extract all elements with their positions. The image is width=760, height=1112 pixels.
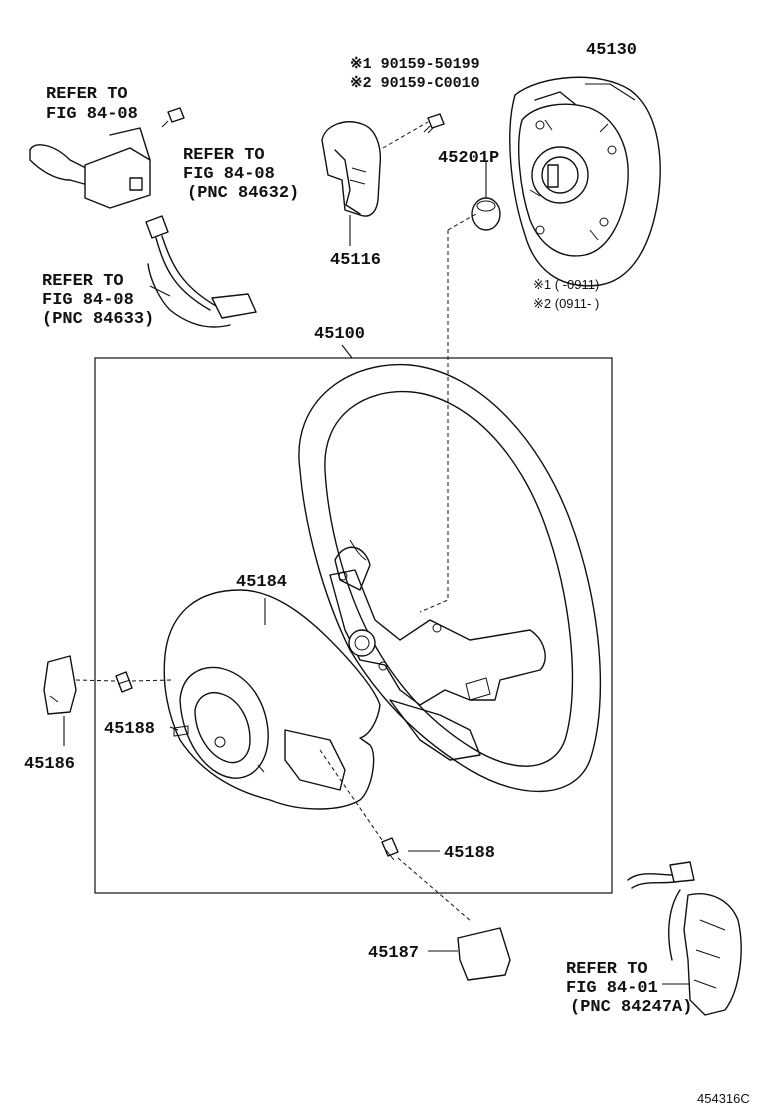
screw-45188-left — [115, 671, 133, 693]
bolt-code-2: ※2 90159-C0010 — [350, 75, 480, 92]
turn-signal-switch — [29, 107, 185, 209]
refer-paddle-line-1: REFER TO — [566, 960, 648, 979]
callout-refer-switch-a: REFER TO FIG 84-08 — [46, 85, 138, 124]
refer-harness-line-2: FIG 84-08 — [42, 291, 134, 310]
cover-45186 — [43, 655, 77, 715]
bolt-code-1: ※1 90159-50199 — [350, 56, 480, 73]
refer-switch-b-line-2: FIG 84-08 — [183, 165, 275, 184]
wire-harness — [145, 215, 257, 328]
switch-45116 — [321, 121, 382, 217]
spacer-45201p — [471, 197, 501, 231]
part-label-45188-lower: 45188 — [444, 844, 495, 863]
part-label-45186: 45186 — [24, 755, 75, 774]
airbag-assembly — [509, 76, 661, 287]
bolt-codes: ※1 90159-50199 ※2 90159-C0010 — [350, 56, 480, 92]
part-label-45201p: 45201P — [438, 149, 499, 168]
refer-harness-line-3: (PNC 84633) — [42, 310, 154, 329]
part-label-45116: 45116 — [330, 251, 381, 270]
refer-switch-a-line-1: REFER TO — [46, 85, 128, 104]
bolt-top — [423, 113, 445, 134]
screw-45188-lower — [381, 837, 399, 861]
refer-switch-b-line-1: REFER TO — [183, 146, 265, 165]
callout-refer-harness: REFER TO FIG 84-08 (PNC 84633) — [42, 272, 154, 329]
assembly-box — [94, 357, 613, 894]
cover-45187 — [457, 927, 511, 981]
refer-paddle-line-3: (PNC 84247A) — [570, 998, 692, 1017]
part-label-45100: 45100 — [314, 325, 365, 344]
refer-switch-b-line-3: (PNC 84632) — [187, 184, 299, 203]
callout-refer-paddle: REFER TO FIG 84-01 (PNC 84247A) — [566, 960, 692, 1017]
part-label-45187: 45187 — [368, 944, 419, 963]
figure-id: 454316C — [697, 1091, 750, 1106]
callout-refer-switch-b: REFER TO FIG 84-08 (PNC 84632) — [183, 146, 299, 203]
steering-wheel — [298, 363, 602, 793]
refer-paddle-line-2: FIG 84-01 — [566, 979, 658, 998]
refer-harness-line-1: REFER TO — [42, 272, 124, 291]
part-label-45188-left: 45188 — [104, 720, 155, 739]
legend-range-1: ※1 ( -0911) — [533, 277, 599, 292]
column-cover — [163, 589, 381, 810]
paddle-switch — [627, 861, 742, 1016]
date-legend: ※1 ( -0911) ※2 (0911- ) — [533, 277, 599, 311]
legend-range-2: ※2 (0911- ) — [533, 296, 599, 311]
part-label-45184: 45184 — [236, 573, 287, 592]
part-label-45130: 45130 — [586, 41, 637, 60]
refer-switch-a-line-2: FIG 84-08 — [46, 105, 138, 124]
